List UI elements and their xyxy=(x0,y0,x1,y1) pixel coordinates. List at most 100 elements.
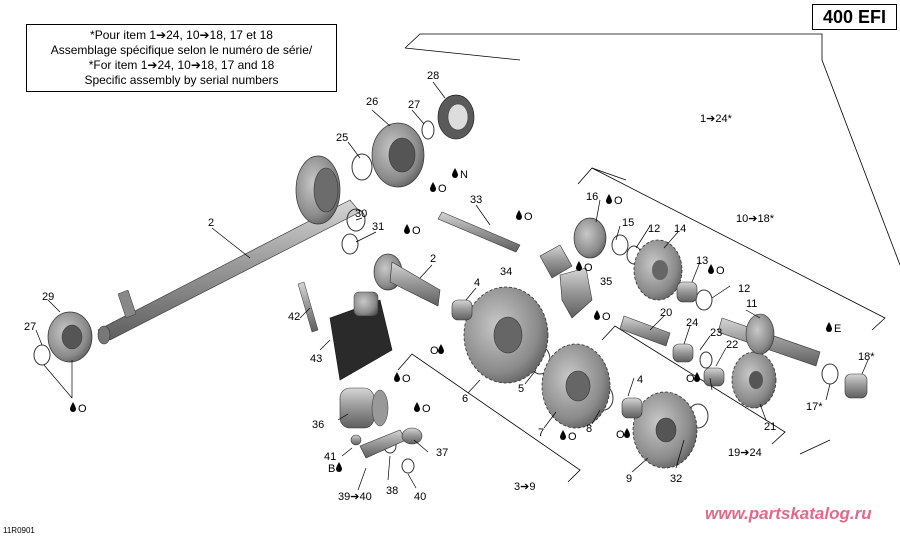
output-shaft xyxy=(97,199,361,345)
callout-4-lower: 4 xyxy=(637,374,643,386)
callout-12-lower: 12 xyxy=(738,283,750,295)
callout-4-upper: 4 xyxy=(474,277,480,289)
svg-text:B: B xyxy=(328,463,335,475)
callout-17: 17* xyxy=(806,401,823,413)
range-19-24: 19➔24 xyxy=(728,447,762,459)
callout-11: 11 xyxy=(746,298,757,310)
lube-marker-o-29: O xyxy=(70,402,87,415)
svg-text:O: O xyxy=(716,265,725,277)
lube-marker-o-4: O xyxy=(616,428,630,441)
callout-36: 36 xyxy=(312,419,324,431)
callouts: 2 2 4 4 5 6 7 8 9 11 12 12 13 14 15 16 1… xyxy=(24,70,875,503)
gear-9 xyxy=(632,391,698,469)
lube-marker-o-16: O xyxy=(606,194,623,207)
svg-text:N: N xyxy=(460,169,468,181)
serial-number-note: *Pour item 1➔24, 10➔18, 17 et 18 Assembl… xyxy=(26,24,337,92)
shaft-20 xyxy=(619,315,671,347)
callout-16: 16 xyxy=(586,191,598,203)
callout-33: 33 xyxy=(470,194,482,206)
callout-24: 24 xyxy=(686,317,698,329)
svg-text:O: O xyxy=(616,429,625,441)
lube-marker-o-fork: O xyxy=(576,261,593,274)
lube-marker-o-43: O xyxy=(394,372,411,385)
lube-marker-o-26: O xyxy=(430,182,447,195)
svg-text:O: O xyxy=(602,311,611,323)
callout-25: 25 xyxy=(336,132,348,144)
callout-27-lower: 27 xyxy=(24,321,36,333)
gear-7 xyxy=(541,343,611,429)
shift-drum-36 xyxy=(339,387,389,429)
svg-text:O: O xyxy=(614,195,623,207)
callout-42: 42 xyxy=(288,311,300,323)
bearing-29 xyxy=(47,311,93,363)
callout-28: 28 xyxy=(427,70,439,82)
svg-text:O: O xyxy=(568,431,577,443)
svg-text:E: E xyxy=(834,323,841,335)
bracket-1-24-lower xyxy=(404,47,521,61)
bushings xyxy=(451,281,868,419)
callout-18: 18* xyxy=(858,351,875,363)
callout-15: 15 xyxy=(622,217,634,229)
callout-37: 37 xyxy=(436,447,448,459)
svg-text:O: O xyxy=(438,183,447,195)
callout-13: 13 xyxy=(696,255,708,267)
note-line-1: *Pour item 1➔24, 10➔18, 17 et 18 xyxy=(90,28,273,42)
pinion-gear-2 xyxy=(373,253,441,307)
callout-12-upper: 12 xyxy=(648,223,660,235)
callout-2-pinion: 2 xyxy=(430,253,436,265)
callout-9: 9 xyxy=(626,473,632,485)
callout-20: 20 xyxy=(660,307,672,319)
svg-text:O: O xyxy=(412,225,421,237)
callout-29: 29 xyxy=(42,291,54,303)
svg-text:O: O xyxy=(584,262,593,274)
note-line-2: Assemblage spécifique selon le numéro de… xyxy=(50,43,313,57)
callout-26: 26 xyxy=(366,96,378,108)
bevel-gear xyxy=(295,155,341,225)
bracket-10-18 xyxy=(577,167,886,331)
callout-34: 34 xyxy=(500,266,512,278)
callout-31: 31 xyxy=(372,221,384,233)
callout-5: 5 xyxy=(518,383,524,395)
lube-marker-o-36: O xyxy=(414,402,431,415)
lube-marker-o-22: O xyxy=(686,372,700,385)
lube-marker-o-33: O xyxy=(516,210,533,223)
callout-7: 7 xyxy=(538,427,544,439)
callout-38: 38 xyxy=(386,485,398,497)
detent-parts xyxy=(350,427,423,459)
lube-markers: N O O O O O O O xyxy=(70,168,841,475)
countershaft-11 xyxy=(717,313,821,367)
seal-28 xyxy=(437,94,475,140)
bracket-10-18b xyxy=(591,167,627,181)
range-3-9: 3➔9 xyxy=(514,481,535,493)
group-brackets xyxy=(397,33,900,483)
callout-2-shaft: 2 xyxy=(208,217,214,229)
note-line-3: *For item 1➔24, 10➔18, 17 and 18 xyxy=(88,58,275,72)
svg-text:O: O xyxy=(78,403,87,415)
lube-marker-o-31: O xyxy=(404,224,421,237)
lube-marker-n: N xyxy=(452,168,468,181)
lube-marker-o-35: O xyxy=(594,310,611,323)
reference-code: 11R0901 xyxy=(3,526,35,535)
callout-27-upper: 27 xyxy=(408,99,420,111)
gear-21 xyxy=(731,351,777,409)
lube-marker-e: E xyxy=(826,322,841,335)
callout-23: 23 xyxy=(710,327,722,339)
callout-43: 43 xyxy=(310,353,322,365)
callout-21: 21 xyxy=(764,421,776,433)
bearing-26 xyxy=(371,122,425,188)
range-39-40: 39➔40 xyxy=(338,491,372,503)
callout-6: 6 xyxy=(462,393,468,405)
svg-text:O: O xyxy=(430,345,439,357)
shift-lever-assembly xyxy=(297,281,393,381)
svg-text:O: O xyxy=(686,373,695,385)
callout-14: 14 xyxy=(674,223,686,235)
bracket-1-24 xyxy=(404,33,900,266)
bracket-3-9 xyxy=(397,353,581,483)
lube-marker-o-gear6: O xyxy=(430,344,444,357)
svg-text:O: O xyxy=(402,373,411,385)
leader-lines xyxy=(35,81,869,491)
note-line-4: Specific assembly by serial numbers xyxy=(84,73,279,87)
svg-text:O: O xyxy=(524,211,533,223)
callout-41: 41 xyxy=(324,451,336,463)
